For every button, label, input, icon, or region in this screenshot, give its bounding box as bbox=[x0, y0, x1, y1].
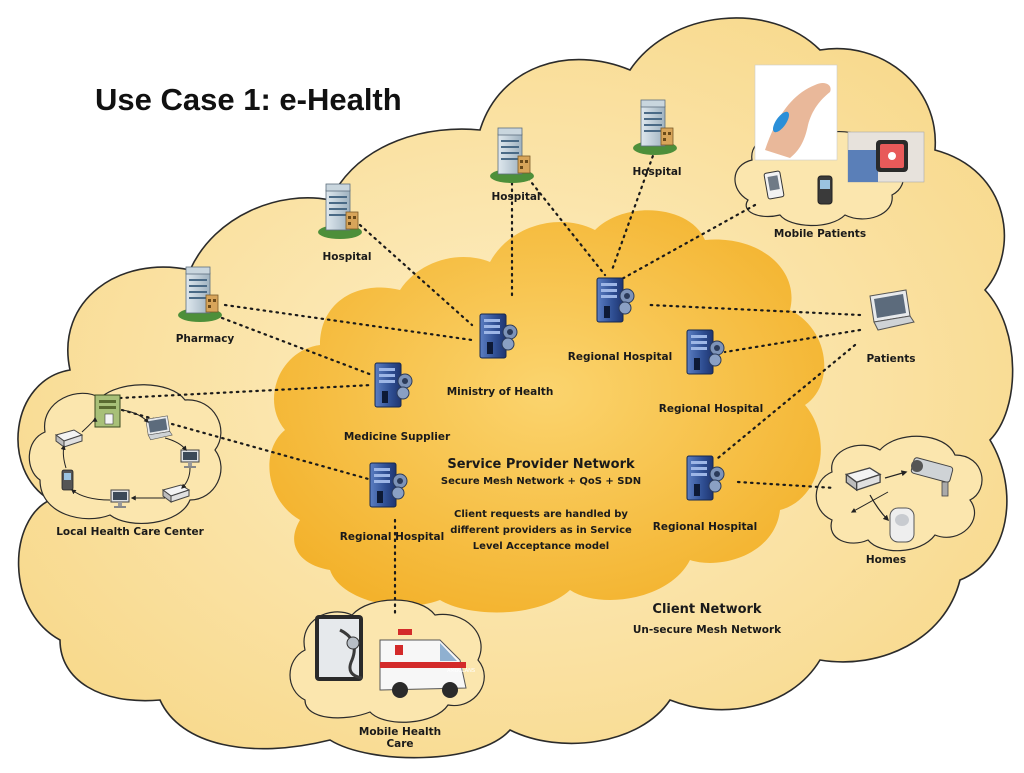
smartwatch-photo bbox=[847, 131, 925, 183]
label-regional-hospital-left: Regional Hospital bbox=[339, 531, 445, 543]
service-provider-note-line-2: different providers as in Service bbox=[450, 525, 632, 536]
homes-devices bbox=[845, 457, 954, 543]
label-mobile-health-care-line1: Mobile Health bbox=[358, 726, 442, 738]
service-provider-note-line-1: Client requests are handled by bbox=[454, 509, 628, 520]
mobile-phone-icon bbox=[763, 170, 785, 200]
client-network-subheading: Un-secure Mesh Network bbox=[632, 624, 782, 636]
label-hospital-right: Hospital bbox=[632, 166, 682, 178]
service-provider-heading: Service Provider Network bbox=[447, 457, 635, 472]
label-local-health-care-center: Local Health Care Center bbox=[56, 526, 204, 538]
label-mobile-health-care: Mobile Health Care bbox=[359, 726, 441, 750]
mobile-care-devices: AMBULANS bbox=[315, 615, 475, 698]
label-mobile-health-care-line2: Care bbox=[386, 738, 414, 750]
label-homes: Homes bbox=[865, 554, 907, 566]
page-title: Use Case 1: e-Health bbox=[95, 82, 402, 117]
local-server-icon bbox=[94, 394, 121, 428]
service-provider-cloud bbox=[269, 210, 825, 613]
label-regional-hospital-lower-right: Regional Hospital bbox=[652, 521, 758, 533]
network-links bbox=[118, 148, 862, 617]
local-pda-icon bbox=[61, 469, 74, 491]
label-hospital-left: Hospital bbox=[322, 251, 372, 263]
motion-sensor-icon bbox=[889, 507, 915, 543]
label-regional-hospital-right: Regional Hospital bbox=[658, 403, 764, 415]
label-regional-hospital-top: Regional Hospital bbox=[567, 351, 673, 363]
wristband-photo bbox=[754, 64, 838, 161]
tablet-stethoscope-icon bbox=[315, 615, 363, 681]
service-provider-subheading: Secure Mesh Network + QoS + SDN bbox=[440, 476, 642, 487]
pda-icon bbox=[817, 175, 833, 205]
label-mobile-patients: Mobile Patients bbox=[773, 228, 867, 240]
ambulance-icon: AMBULANS bbox=[379, 629, 475, 698]
client-network-heading: Client Network bbox=[652, 602, 762, 617]
label-pharmacy: Pharmacy bbox=[175, 333, 235, 345]
security-camera-icon bbox=[910, 457, 954, 497]
service-provider-note: Client requests are handled by different… bbox=[450, 507, 632, 555]
local-center-devices bbox=[55, 394, 200, 509]
label-ministry-of-health: Ministry of Health bbox=[446, 386, 554, 398]
ambulance-lettering: AMBULANS bbox=[447, 668, 475, 674]
label-hospital-mid: Hospital bbox=[491, 191, 541, 203]
service-provider-note-line-3: Level Acceptance model bbox=[472, 541, 610, 552]
label-patients: Patients bbox=[866, 353, 916, 365]
label-medicine-supplier: Medicine Supplier bbox=[343, 431, 451, 443]
